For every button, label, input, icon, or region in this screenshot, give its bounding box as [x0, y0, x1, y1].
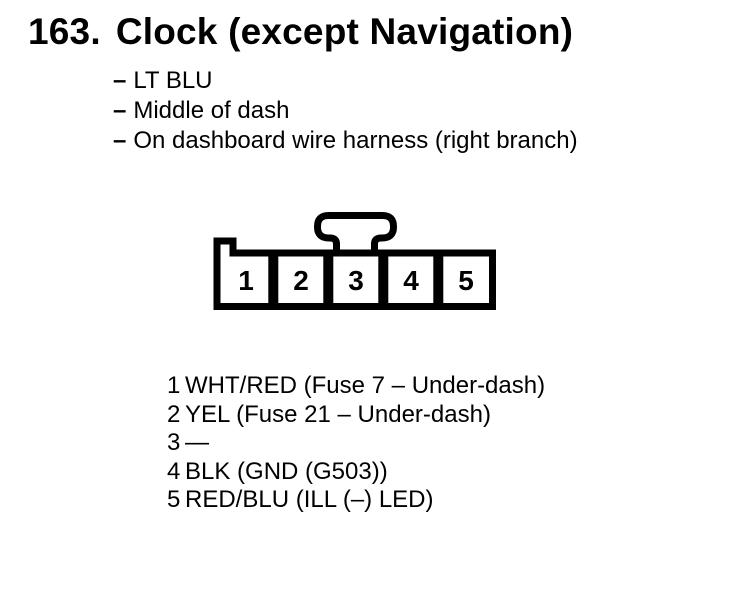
pin-row: 3 — [167, 429, 545, 458]
cavity-label-4: 4 [403, 265, 419, 296]
section-heading: 163. Clock (except Navigation) [28, 11, 573, 54]
connector-lock-tab [314, 212, 397, 258]
pin-row: 2 YEL (Fuse 21 – Under-dash) [167, 401, 545, 430]
note-item: – On dashboard wire harness (right branc… [113, 126, 578, 156]
pin-number: 1 [167, 372, 181, 399]
pin-number: 5 [167, 486, 181, 513]
pin-list: 1 WHT/RED (Fuse 7 – Under-dash) 2 YEL (F… [167, 372, 545, 515]
cavity-label-1: 1 [238, 265, 254, 296]
section-number: 163. [28, 11, 101, 52]
page-title: Clock (except Navigation) [115, 11, 574, 52]
connector-body [213, 237, 496, 310]
pin-number: 2 [167, 400, 181, 428]
cavity-label-3: 3 [348, 265, 364, 296]
connector-diagram [213, 212, 496, 310]
pin-description: WHT/RED (Fuse 7 – Under-dash) [185, 372, 546, 399]
pin-row: 5 RED/BLU (ILL (–) LED) [167, 486, 545, 515]
pin-number: 3 [167, 429, 181, 456]
pin-description: — [185, 429, 209, 456]
connector-notes: – LT BLU – Middle of dash – On dashboard… [113, 66, 578, 156]
pin-row: 1 WHT/RED (Fuse 7 – Under-dash) [167, 372, 545, 401]
note-item: – LT BLU [113, 66, 578, 96]
dash-bullet-icon: – [113, 67, 127, 94]
cavity-label-2: 2 [293, 265, 309, 296]
pin-description: YEL (Fuse 21 – Under-dash) [185, 400, 491, 428]
cavity-label-5: 5 [458, 265, 474, 296]
note-text-harness: On dashboard wire harness (right branch) [133, 127, 578, 154]
pin-number: 4 [167, 457, 181, 485]
note-text-location: Middle of dash [133, 97, 290, 124]
note-text-wire-color: LT BLU [133, 67, 213, 94]
pin-row: 4 BLK (GND (G503)) [167, 458, 545, 487]
pin-description: RED/BLU (ILL (–) LED) [185, 486, 434, 513]
note-item: – Middle of dash [113, 96, 578, 126]
pin-description: BLK (GND (G503)) [185, 457, 388, 485]
dash-bullet-icon: – [113, 127, 127, 154]
dash-bullet-icon: – [113, 97, 127, 124]
